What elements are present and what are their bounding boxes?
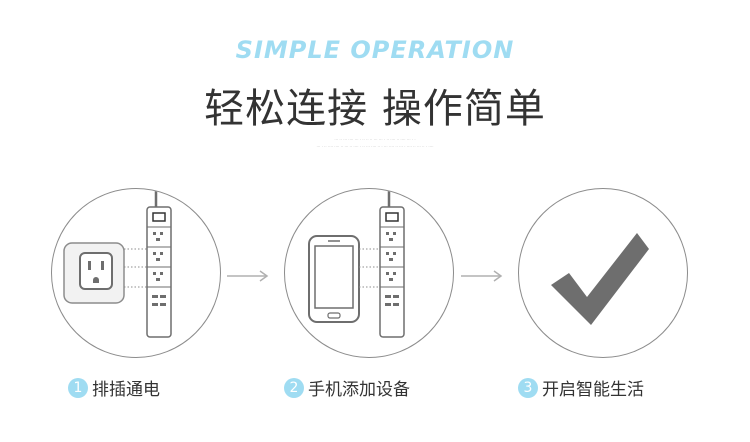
step-3: 3 开启智能生活 xyxy=(518,375,644,400)
step-1-illustration xyxy=(51,188,221,358)
step-2-illustration xyxy=(284,188,454,358)
step-number-badge: 2 xyxy=(284,377,304,398)
step-label: 排插通电 xyxy=(92,380,160,400)
outlet-strip-icon xyxy=(63,189,172,338)
step-3-illustration xyxy=(518,188,688,358)
phone-strip-icon xyxy=(308,189,405,338)
arrow-right-icon xyxy=(461,270,503,282)
step-number-badge: 1 xyxy=(68,377,88,398)
page-title: 轻松连接 操作简单 xyxy=(204,86,546,132)
step-number-badge: 3 xyxy=(518,377,538,398)
step-2: 2 手机添加设备 xyxy=(284,375,410,400)
checkmark-icon xyxy=(551,233,649,325)
fine-print-line: ··· ·· ··· ···· ··· · ·· ·· ·· ··· ··· ·… xyxy=(334,137,416,142)
step-label: 开启智能生活 xyxy=(542,380,644,400)
arrow-right-icon xyxy=(227,270,269,282)
fine-print-line: ··· · ·· ···· ···· ·· ··· ·· ···· · ·· ·… xyxy=(316,144,434,149)
tagline: SIMPLE OPERATION xyxy=(235,36,515,64)
step-1: 1 排插通电 xyxy=(68,375,160,400)
step-label: 手机添加设备 xyxy=(308,380,410,400)
